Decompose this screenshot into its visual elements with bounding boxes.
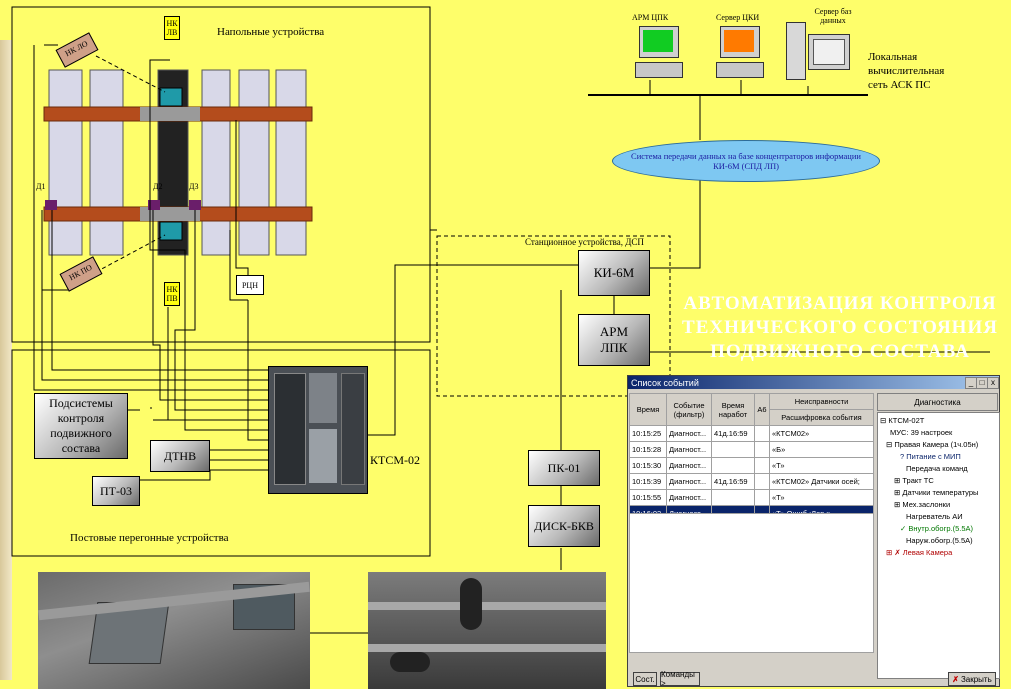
close-button[interactable]: ✗ Закрыть <box>948 672 996 686</box>
ktsm-label: КТСМ-02 <box>370 453 421 467</box>
cell-desc: «КТСМ02» Датчики осей; <box>769 473 874 490</box>
commands-button[interactable]: Команды > <box>660 670 700 688</box>
close-window-button[interactable]: x <box>987 377 999 389</box>
cell-worktime <box>711 457 755 474</box>
cell-worktime <box>711 489 755 506</box>
ki6m-box: КИ-6М <box>578 250 650 296</box>
col-time[interactable]: Время <box>629 393 667 426</box>
tree-item[interactable]: ⊟ КТСМ-02Т <box>880 416 925 425</box>
cell-time: 10:15:55 <box>629 489 667 506</box>
events-table: Время Событие (фильтр) Время наработ А6 … <box>629 393 874 522</box>
dialog-title: Список событий <box>631 377 699 388</box>
computer-label-server-cki: Сервер ЦКИ <box>716 13 760 22</box>
headline: АВТОМАТИЗАЦИЯ КОНТРОЛЯ ТЕХНИЧЕСКОГО СОСТ… <box>682 293 998 362</box>
computer-arm-cpk-icon <box>635 26 683 78</box>
floor-devices-label: Напольные устройства <box>217 26 325 38</box>
cell-desc: «Б» <box>769 441 874 458</box>
cell-event: Диагност... <box>666 473 712 490</box>
photo-rail-sensors <box>368 572 606 689</box>
cell-desc: «Т» <box>769 489 874 506</box>
tree-item[interactable]: ⊞ Мех.заслонки <box>894 500 951 509</box>
cell-event: Диагност... <box>666 489 712 506</box>
computer-server-cki-icon <box>716 26 764 78</box>
disk-bkv-box: ДИСК-БКВ <box>528 505 600 547</box>
cell-desc: «КТСМ02» <box>769 425 874 442</box>
table-row[interactable]: 10:15:30 Диагност... «Т» <box>629 457 874 474</box>
tree-item[interactable]: ⊞ ✗ Левая Камера <box>886 548 953 557</box>
pt03-box: ПТ-03 <box>92 476 140 506</box>
cell-worktime <box>711 441 755 458</box>
dtnv-box: ДТНВ <box>150 440 210 472</box>
pk01-box: ПК-01 <box>528 450 600 486</box>
cell-event: Диагност... <box>666 425 712 442</box>
state-button[interactable]: Сост. <box>633 672 657 686</box>
tree-item[interactable]: ⊞ Тракт ТС <box>894 476 934 485</box>
computer-db-server-icon <box>786 22 852 86</box>
arm-lpk-box: АРМ ЛПК <box>578 314 650 366</box>
cell-worktime: 41д.16:59 <box>711 425 755 442</box>
diagnostics-tree: ⊟ КТСМ-02Т МУС: 39 настроек ⊟ Правая Кам… <box>877 412 1000 679</box>
subsystems-box: Подсистемы контроля подвижного состава <box>34 393 128 459</box>
spd-label: Система передачи данных на базе концентр… <box>631 151 861 171</box>
post-devices-label: Постовые перегонные устройства <box>70 532 229 544</box>
cell-worktime: 41д.16:59 <box>711 473 755 490</box>
ktsm-cabinet <box>268 366 368 494</box>
table-row[interactable]: 10:15:39 Диагност... 41д.16:59 «КТСМ02» … <box>629 473 874 490</box>
tree-item[interactable]: Передача команд <box>906 464 968 473</box>
col-event[interactable]: Событие (фильтр) <box>666 393 712 426</box>
cell-time: 10:15:25 <box>629 425 667 442</box>
diagnostics-header: Диагностика <box>877 393 998 411</box>
sensor-d2-label: Д2 <box>153 182 163 191</box>
spd-cloud: Система передачи данных на базе концентр… <box>612 140 880 182</box>
lan-label: Локальная вычислительная сеть АСК ПС <box>868 51 945 91</box>
col-worktime[interactable]: Время наработ <box>711 393 755 426</box>
tree-item[interactable]: Наруж.обогр.(5.5А) <box>906 536 973 545</box>
close-x-icon: ✗ <box>952 674 959 684</box>
computer-label-arm-cpk: АРМ ЦПК <box>632 13 669 22</box>
station-devices-label: Станционное устройства, ДСП <box>525 237 644 247</box>
tree-item[interactable]: ⊞ Датчики температуры <box>894 488 979 497</box>
tree-item[interactable]: ⊟ Правая Камера (1ч.05н) <box>886 440 979 449</box>
col-faults[interactable]: Неисправности <box>769 393 874 410</box>
events-table-empty-area <box>629 513 874 653</box>
tree-item[interactable]: ✓ Внутр.обогр.(5.5А) <box>900 524 974 533</box>
events-dialog[interactable]: Список событий _ □ x Время Событие (филь… <box>627 375 1000 688</box>
sensor-d3-label: Д3 <box>189 182 199 191</box>
sensor-d1-label: Д1 <box>36 182 46 191</box>
cell-time: 10:15:39 <box>629 473 667 490</box>
sensor-nk-pv: НК ПВ <box>164 282 180 306</box>
cell-time: 10:15:30 <box>629 457 667 474</box>
table-row[interactable]: 10:15:55 Диагност... «Т» <box>629 489 874 506</box>
dialog-titlebar[interactable]: Список событий <box>628 376 999 389</box>
tree-item[interactable]: МУС: 39 настроек <box>890 428 953 437</box>
computer-label-db-server: Сервер баз данных <box>814 7 852 25</box>
sleepers <box>48 69 307 256</box>
photo-trackside-boxes <box>38 572 310 689</box>
cell-event: Диагност... <box>666 441 712 458</box>
cell-desc: «Т» <box>769 457 874 474</box>
tree-item[interactable]: ? Питание с МИП <box>900 452 961 461</box>
col-decoding[interactable]: Расшифровка события <box>769 409 874 426</box>
close-button-label: Закрыть <box>960 674 992 684</box>
sensor-nk-lv: НК ЛВ <box>164 16 180 40</box>
cell-event: Диагност... <box>666 457 712 474</box>
tree-item[interactable]: Нагреватель АИ <box>906 512 963 521</box>
table-row[interactable]: 10:15:28 Диагност... «Б» <box>629 441 874 458</box>
rcn-box: РЦН <box>236 275 264 295</box>
col-a6[interactable]: А6 <box>754 393 770 426</box>
table-row[interactable]: 10:15:25 Диагност... 41д.16:59 «КТСМ02» <box>629 425 874 442</box>
left-edge-photo <box>0 40 12 680</box>
cell-time: 10:15:28 <box>629 441 667 458</box>
